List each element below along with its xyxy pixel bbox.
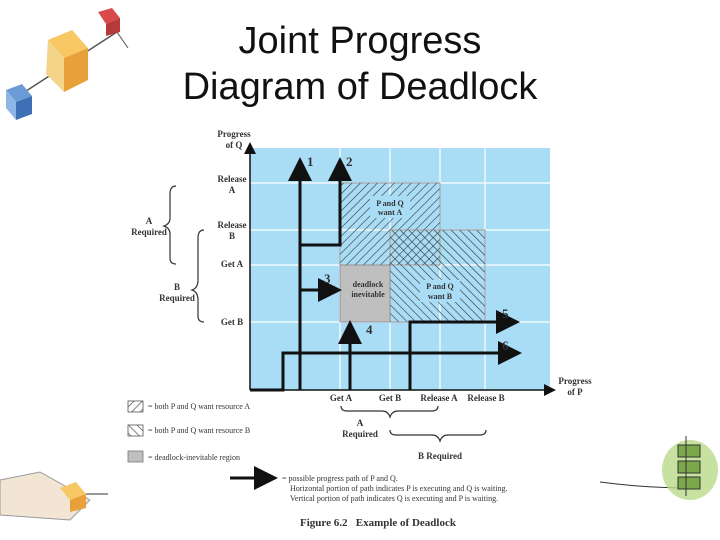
legend-text-want-a: = both P and Q want resource A [148, 402, 250, 411]
region-label-bg-a [370, 196, 410, 218]
legend-text-path-3: Vertical portion of path indicates Q is … [290, 494, 498, 503]
x-axis-title-1: Progress [558, 376, 592, 386]
puzzle-cubes-clipart [6, 8, 129, 120]
y-label-get-a: Get A [221, 259, 244, 269]
path-2 [300, 157, 352, 247]
region-label-deadlock-2: inevitable [351, 290, 385, 299]
y-label-release-a-1: Release [218, 174, 247, 184]
title-line-1: Joint Progress [238, 20, 482, 62]
x-label-release-b: Release B [467, 393, 504, 403]
figure-caption: Figure 6.2 Example of Deadlock [300, 517, 457, 529]
y-label-release-b-2: B [229, 231, 235, 241]
legend-swatch-want-a [127, 400, 144, 413]
title-line-2: Diagram of Deadlock [182, 66, 538, 108]
path-number-5: 5 [502, 306, 509, 321]
legend-swatch-deadlock [127, 450, 144, 463]
hand-holding-cube-clipart [0, 471, 108, 521]
path-5 [408, 310, 520, 390]
legend-text-path-1: = possible progress path of P and Q. [282, 474, 398, 483]
brace-b-required-left-1: B [174, 282, 180, 292]
region-deadlock-inevitable [339, 264, 391, 323]
stacked-boxes-clipart [599, 436, 718, 500]
x-label-get-b: Get B [379, 393, 401, 403]
brace-a-required-bottom [340, 405, 439, 419]
path-6 [250, 341, 522, 392]
brace-a-required-left-1: A [146, 216, 153, 226]
legend-text-want-b: = both P and Q want resource B [148, 426, 250, 435]
y-axis-title-2: of Q [226, 140, 243, 150]
region-label-bg-b [420, 280, 460, 302]
brace-b-required-bottom [389, 429, 487, 443]
brace-b-required-left-2: Required [159, 293, 195, 303]
x-label-get-a: Get A [330, 393, 353, 403]
brace-a-required-left [162, 185, 177, 265]
path-number-2: 2 [346, 154, 353, 169]
region-label-pq-want-b-2: want B [428, 292, 453, 301]
path-number-4: 4 [366, 322, 373, 337]
legend-text-path-2: Horizontal portion of path indicates P i… [290, 484, 507, 493]
brace-a-required-left-2: Required [131, 227, 167, 237]
region-label-pq-want-a-1: P and Q [376, 199, 404, 208]
y-label-release-a-2: A [229, 185, 236, 195]
brace-a-required-bottom-1: A [357, 418, 364, 428]
brace-a-required-bottom-2: Required [342, 429, 378, 439]
slide-title: Joint Progress Diagram of Deadlock [140, 18, 580, 110]
x-axis-title-2: of P [567, 387, 583, 397]
region-label-pq-want-a-2: want A [378, 208, 402, 217]
y-axis-title-1: Progress [217, 129, 251, 139]
y-label-release-b-1: Release [218, 220, 247, 230]
region-both-want-b [389, 229, 486, 323]
legend-swatch-want-b [127, 424, 144, 437]
path-number-3: 3 [324, 271, 331, 286]
y-label-get-b: Get B [221, 317, 243, 327]
x-label-release-a: Release A [420, 393, 458, 403]
brace-b-required-bottom-label: B Required [418, 451, 462, 461]
path-number-1: 1 [307, 154, 314, 169]
brace-b-required-left [190, 229, 205, 323]
path-number-6: 6 [502, 338, 509, 353]
legend-text-deadlock: = deadlock-inevitable region [148, 453, 240, 462]
region-label-pq-want-b-1: P and Q [426, 282, 454, 291]
region-label-deadlock-1: deadlock [353, 280, 384, 289]
